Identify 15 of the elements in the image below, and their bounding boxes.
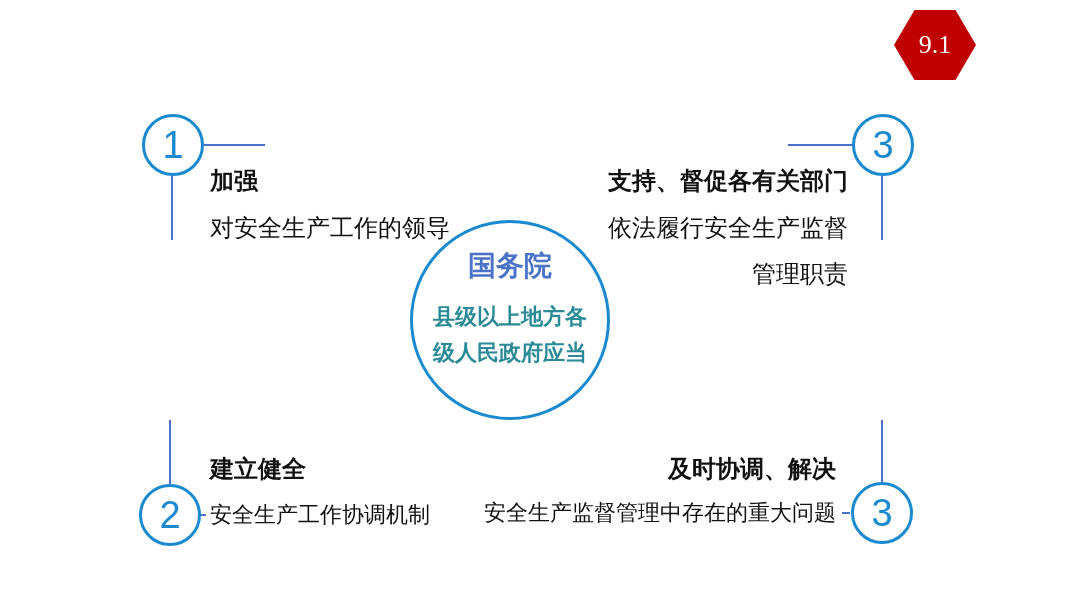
circle-title: 国务院	[467, 248, 553, 284]
number-circle: 1	[142, 114, 204, 176]
number-circle: 3	[852, 114, 914, 176]
body-text: 安全生产监督管理中存在的重大问题	[484, 499, 836, 527]
number-circle: 3	[851, 482, 913, 544]
body-text: 安全生产工作协调机制	[210, 501, 430, 529]
number-circle: 2	[139, 484, 201, 546]
body-text: 依法履行安全生产监督管理职责	[607, 213, 848, 290]
heading-text: 建立健全	[210, 454, 306, 485]
body-text: 对安全生产工作的领导	[210, 213, 450, 244]
heading-text: 及时协调、解决	[668, 454, 836, 485]
heading-text: 加强	[210, 166, 258, 197]
circle-text: 县级以上地方各级人民政府应当	[433, 303, 587, 367]
hexagon-badge: 9.1	[894, 10, 976, 80]
heading-text: 支持、督促各有关部门	[608, 166, 848, 197]
